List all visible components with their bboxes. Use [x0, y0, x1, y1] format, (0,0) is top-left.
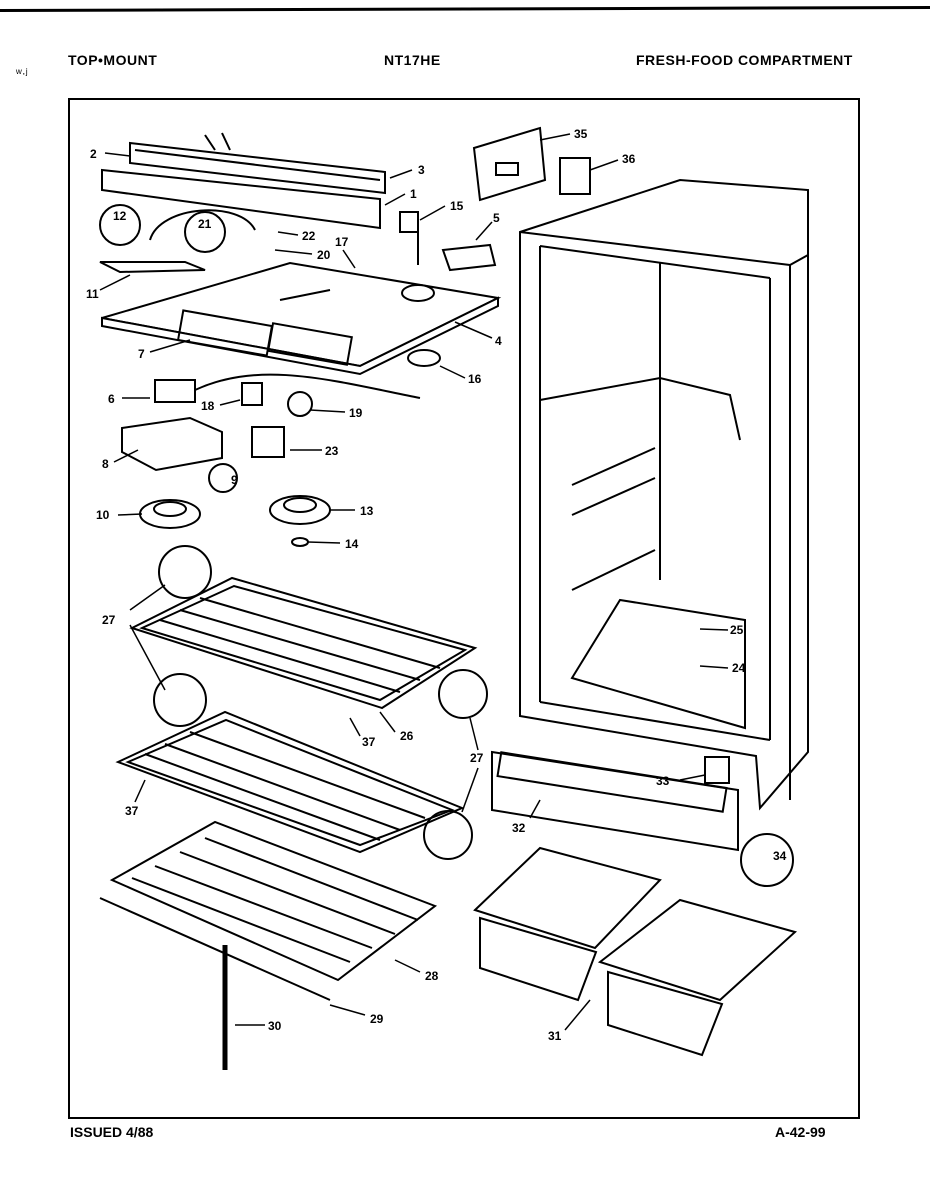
callout-28: 28: [425, 969, 439, 983]
diagram-frame: [68, 98, 860, 1119]
callout-10: 10: [96, 508, 110, 522]
callout-15: 15: [450, 199, 464, 213]
crisper-cover-part: [109, 820, 438, 982]
callout-19: 19: [349, 406, 363, 420]
callout-9: 9: [231, 473, 238, 487]
bracket-part: [99, 261, 206, 274]
cover-part: [441, 243, 497, 272]
callout-25: 25: [730, 623, 744, 637]
callout-7: 7: [138, 347, 145, 361]
callout-24: 24: [732, 661, 746, 675]
socket-part: [241, 382, 263, 406]
callout-20: 20: [317, 248, 331, 262]
screw-detail-9: [208, 463, 238, 493]
callout-34: 34: [773, 849, 787, 863]
screw-detail-21: [184, 211, 226, 253]
grille-part: [491, 750, 739, 852]
drawer-left-part: [473, 846, 662, 1002]
callout-14: 14: [345, 537, 359, 551]
callout-26: 26: [400, 729, 414, 743]
callout-27b: 27: [470, 751, 484, 765]
knob-part: [407, 349, 441, 367]
section-title: FRESH-FOOD COMPARTMENT: [636, 52, 853, 68]
control-tray-part: [101, 261, 502, 376]
callout-2: 2: [90, 147, 97, 161]
callout-32: 32: [512, 821, 526, 835]
housing-part: [121, 416, 223, 472]
cabinet-part: [519, 178, 809, 811]
clip-part: [704, 756, 730, 784]
callout-4: 4: [495, 334, 502, 348]
leveler-detail-34: [740, 833, 794, 887]
callout-18: 18: [201, 399, 215, 413]
trim-part: [99, 897, 331, 1001]
top-rule: [0, 0, 930, 12]
drawer-right-part: [597, 898, 798, 1057]
switch-part: [251, 426, 285, 458]
bracket-detail-27d: [423, 810, 473, 860]
callout-37b: 37: [125, 804, 139, 818]
callout-16: 16: [468, 372, 482, 386]
callout-21: 21: [198, 217, 212, 231]
callout-8: 8: [102, 457, 109, 471]
thermostat-part: [154, 379, 196, 403]
callout-11: 11: [86, 287, 99, 301]
callout-37a: 37: [362, 735, 376, 749]
bulb-part: [287, 391, 313, 417]
callout-5: 5: [493, 211, 500, 225]
shelf-lower-part: [115, 710, 465, 854]
callout-22: 22: [302, 229, 316, 243]
callout-13: 13: [360, 504, 374, 518]
callout-33: 33: [656, 774, 670, 788]
hinge-part: [559, 157, 591, 195]
sensor-part: [399, 211, 419, 233]
top-rail-part: [101, 132, 386, 230]
callout-17: 17: [335, 235, 349, 249]
callout-23: 23: [325, 444, 339, 458]
callout-31: 31: [548, 1029, 562, 1043]
knob-10: [139, 499, 201, 529]
page-code: A-42-99: [775, 1124, 826, 1140]
bracket-detail-27c: [438, 669, 488, 719]
knob-13: [269, 495, 331, 525]
callout-36: 36: [622, 152, 636, 166]
callout-1: 1: [410, 187, 417, 201]
brand-title: TOP•MOUNT: [68, 52, 158, 68]
screw-detail-12: [99, 204, 141, 246]
corner-mark: ʷ·ʲ: [16, 66, 28, 80]
callout-29: 29: [370, 1012, 384, 1026]
callout-30: 30: [268, 1019, 282, 1033]
issued-date: ISSUED 4/88: [70, 1124, 154, 1140]
callout-35: 35: [574, 127, 588, 141]
callout-6: 6: [108, 392, 115, 406]
callout-12: 12: [113, 209, 127, 223]
callout-27a: 27: [102, 613, 116, 627]
model-number: NT17HE: [384, 52, 441, 68]
bracket-detail-27a: [158, 545, 212, 599]
callout-3: 3: [418, 163, 425, 177]
bracket-detail-27b: [153, 673, 207, 727]
